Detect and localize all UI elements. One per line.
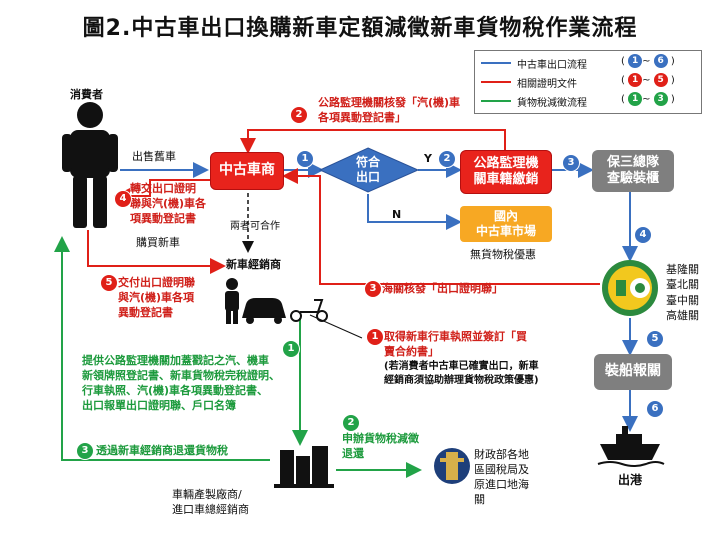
legend-range: ( 1~ 6 ) (621, 54, 675, 68)
domestic-market-node: 國內 中古車市場 (460, 206, 552, 242)
green-badge-2: 2 (342, 414, 360, 432)
no-label: N (392, 208, 402, 221)
blue-badge-2: 2 (438, 150, 456, 168)
green-3-label: 透過新車經銷商退還貨物稅 (96, 444, 228, 457)
legend-label: 中古車出口流程 (517, 60, 587, 71)
dealer-icon (225, 278, 286, 324)
customs-item: 臺北關 (666, 278, 699, 292)
inspection-node: 保三總隊 查驗裝櫃 (592, 150, 674, 192)
arrow-no (367, 194, 462, 230)
shipping-node: 裝船報關 (594, 354, 672, 390)
green-badge-1: 1 (282, 340, 300, 358)
arrow-green-3 (54, 236, 270, 461)
red-2-label: 公路監理機關核發「汽(機)車 各項異動登記書」 (318, 96, 461, 124)
dealer-label: 新車經銷商 (226, 258, 281, 271)
blue-badge-3: 3 (562, 154, 580, 172)
red-badge-4: 4 (114, 190, 132, 208)
scooter-icon (290, 299, 328, 322)
red-badge-3: 3 (364, 280, 382, 298)
blue-badge-4: 4 (634, 226, 652, 244)
arrow-red-2 (240, 129, 506, 154)
decision-label: 符合 出口 (355, 155, 380, 184)
arrow-red-5 (87, 230, 226, 274)
customs-item: 基隆關 (666, 263, 699, 276)
manufacturer-label: 車輛產製廠商/ 進口車總經銷商 (172, 488, 249, 516)
legend-line-green (481, 100, 511, 102)
dmv-node: 公路監理機 關車籍繳銷 (460, 150, 552, 194)
red-badge-2: 2 (290, 106, 308, 124)
tax-office-label: 財政部各地 區國稅局及 原進口地海 關 (474, 448, 529, 506)
legend-row-docs: 相關證明文件 ( 1~ 5 ) (481, 73, 701, 91)
legend-label: 貨物稅減徵流程 (517, 98, 587, 109)
port-label: 出港 (618, 473, 643, 487)
legend-line-red (481, 81, 511, 83)
no-tax-benefit-label: 無貨物稅優惠 (470, 248, 536, 261)
green-badge-3: 3 (76, 442, 94, 460)
ship-icon (597, 426, 665, 467)
legend: 中古車出口流程 ( 1~ 6 ) 相關證明文件 ( 1~ 5 ) 貨物稅減徵流程… (474, 50, 702, 114)
arrow-red-3 (282, 168, 600, 285)
legend-label: 相關證明文件 (517, 79, 577, 90)
decision-diamond (318, 147, 420, 193)
used-car-dealer-node: 中古車商 (210, 152, 284, 190)
page-title: 圖2.中古車出口換購新車定額減徵新車貨物稅作業流程 (82, 16, 638, 41)
red-badge-1: 1 (366, 328, 384, 346)
red-1-label: 取得新車行車執照並簽訂「買 賣合約書」 (384, 330, 527, 358)
green-1-label: 提供公路監理機關加蓋戳記之汽、機車 新領牌照登記書、新車貨物稅完稅證明、 行車執… (82, 354, 280, 412)
legend-range: ( 1~ 5 ) (621, 73, 675, 87)
blue-badge-6: 6 (646, 400, 664, 418)
blue-badge-1: 1 (296, 150, 314, 168)
red-1-note: (若消費者中古車已確實出口，新車 經銷商須協助辦理貨物稅政策優惠) (384, 361, 539, 386)
customs-list: 基隆關 臺北關 臺中關 高雄關 (666, 262, 699, 324)
legend-range: ( 1~ 3 ) (621, 92, 675, 106)
red-4-label: 轉交出口證明 聯與汽(機)車各 項異動登記書 (130, 182, 207, 225)
arrow-red-4 (114, 179, 210, 204)
customs-emblem-icon (602, 260, 658, 316)
yes-label: Y (424, 152, 432, 165)
sell-old-label: 出售舊車 (132, 150, 176, 163)
red-badge-5: 5 (100, 274, 118, 292)
legend-row-export: 中古車出口流程 ( 1~ 6 ) (481, 54, 701, 72)
tax-office-emblem-icon (434, 448, 470, 484)
factory-icon (274, 446, 334, 488)
customs-item: 臺中關 (666, 293, 699, 307)
blue-badge-5: 5 (646, 330, 664, 348)
cooperate-label: 兩者可合作 (230, 221, 280, 232)
red-3-label: 海關核發「出口證明聯」 (382, 282, 503, 295)
red-5-label: 交付出口證明聯 與汽(機)車各項 異動登記書 (118, 276, 195, 319)
consumer-icon (62, 102, 118, 228)
legend-line-blue (481, 62, 511, 64)
consumer-label: 消費者 (70, 88, 103, 101)
green-2-label: 申辦貨物稅減徵 退還 (342, 432, 419, 460)
customs-item: 高雄關 (666, 309, 699, 323)
buy-new-label: 購買新車 (136, 236, 180, 249)
legend-row-tax: 貨物稅減徵流程 ( 1~ 3 ) (481, 92, 701, 110)
